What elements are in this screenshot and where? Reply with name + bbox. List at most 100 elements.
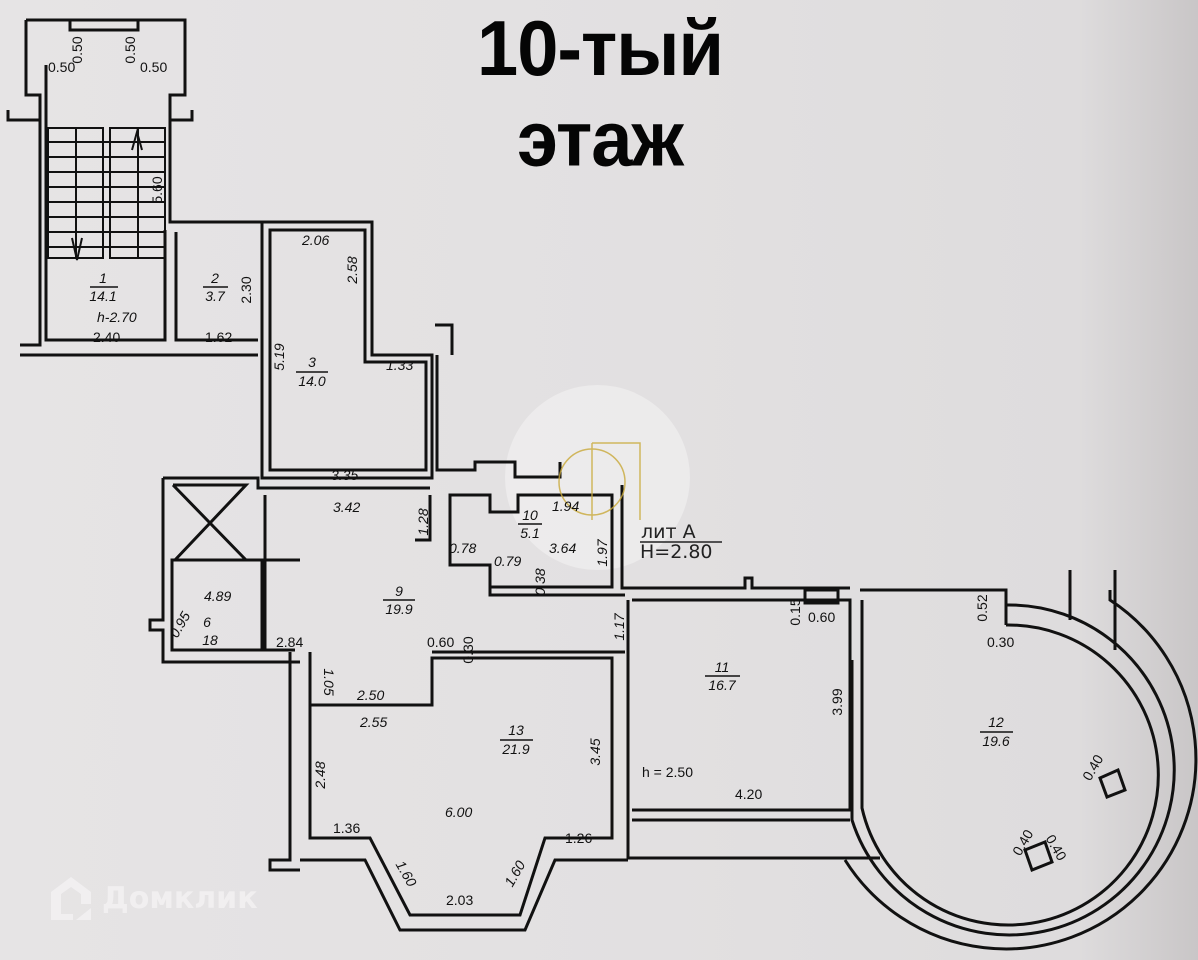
svg-text:0.15: 0.15 — [787, 598, 803, 625]
svg-text:0.50: 0.50 — [140, 59, 167, 75]
wall-stair-top — [26, 18, 194, 122]
svg-text:11: 11 — [715, 659, 730, 675]
svg-text:5.1: 5.1 — [520, 525, 539, 541]
wall-room9-top — [163, 476, 430, 490]
svg-text:1.17: 1.17 — [611, 612, 627, 640]
svg-text:0.30: 0.30 — [987, 634, 1014, 650]
svg-text:3.45: 3.45 — [587, 738, 603, 765]
svg-text:19.6: 19.6 — [982, 733, 1009, 749]
svg-text:21.9: 21.9 — [501, 741, 529, 757]
room-label-10: 10 5.1 — [518, 507, 542, 541]
svg-text:5.19: 5.19 — [271, 343, 287, 370]
svg-text:1: 1 — [99, 270, 107, 286]
wall-room9-left2 — [263, 560, 295, 652]
svg-text:3.42: 3.42 — [333, 499, 360, 515]
svg-text:2: 2 — [210, 270, 219, 286]
wall-room6-left — [148, 478, 300, 664]
svg-text:12: 12 — [988, 714, 1004, 730]
svg-text:4.20: 4.20 — [735, 786, 762, 802]
watermark-brand: Домклик — [102, 880, 258, 916]
wall-room12-mid-arc — [850, 590, 1176, 937]
wall-room9-notch — [415, 495, 432, 542]
wall-stair-top-left — [6, 20, 42, 122]
column-room12-a — [1098, 767, 1127, 799]
svg-text:2.55: 2.55 — [359, 714, 387, 730]
svg-text:0.50: 0.50 — [48, 59, 75, 75]
svg-text:3.64: 3.64 — [549, 540, 576, 556]
floor-title-line1: 10-тый — [477, 4, 724, 92]
svg-text:3.35: 3.35 — [331, 467, 358, 483]
wall-room10 — [448, 493, 614, 589]
svg-text:19.9: 19.9 — [385, 601, 412, 617]
wall-room13-bay-outer — [300, 858, 628, 932]
room-label-12: 12 19.6 — [980, 714, 1013, 749]
svg-text:1.94: 1.94 — [552, 498, 579, 514]
wall-room13-outer-left — [268, 652, 300, 872]
wall-room11-top-outer — [620, 485, 850, 590]
svg-text:2.03: 2.03 — [446, 892, 473, 908]
room-label-9: 9 19.9 — [383, 583, 415, 617]
svg-text:14.0: 14.0 — [298, 373, 325, 389]
svg-text:2.58: 2.58 — [344, 256, 360, 284]
wall-room2 — [174, 232, 258, 342]
room-label-2: 2 3.7 — [203, 270, 228, 304]
svg-text:0.60: 0.60 — [808, 609, 835, 625]
wall-room1 — [44, 65, 167, 342]
wall-room11-left — [626, 600, 880, 860]
svg-text:1.26: 1.26 — [565, 830, 592, 846]
stairs — [47, 127, 166, 261]
svg-text:лит А: лит А — [641, 521, 696, 543]
svg-text:6.00: 6.00 — [445, 804, 472, 820]
svg-text:9: 9 — [395, 583, 403, 599]
svg-text:13: 13 — [508, 722, 524, 738]
wall-room12-outer-arc — [843, 590, 1198, 951]
svg-text:2.84: 2.84 — [276, 634, 303, 650]
wall-room11 — [632, 598, 852, 812]
svg-text:1.62: 1.62 — [205, 329, 232, 345]
svg-text:16.7: 16.7 — [708, 677, 736, 693]
svg-text:2.40: 2.40 — [93, 329, 120, 345]
svg-text:2.50: 2.50 — [356, 687, 384, 703]
agency-logo-icon — [558, 442, 641, 520]
svg-text:0.30: 0.30 — [460, 636, 476, 663]
svg-text:2.06: 2.06 — [301, 232, 329, 248]
wall-room10-bottom — [488, 565, 625, 597]
floor-title: 10-тый этаж — [420, 4, 780, 185]
svg-text:1.28: 1.28 — [415, 508, 431, 535]
wall-elevator — [170, 483, 264, 652]
svg-text:4.89: 4.89 — [204, 588, 231, 604]
wall-stair-niche — [68, 20, 140, 32]
building-info: лит А H=2.80 — [640, 521, 722, 563]
dimension-labels: 0.50 0.50 0.50 0.50 5.60 2.40 2.30 1.62 … — [48, 36, 1107, 908]
svg-text:h = 2.50: h = 2.50 — [642, 764, 693, 780]
svg-text:3.7: 3.7 — [205, 288, 226, 304]
wall-room9-left — [263, 495, 300, 562]
wall-room12-inner-arc — [860, 600, 1160, 927]
wall-room11-vent — [803, 588, 840, 605]
room-label-13: 13 21.9 — [500, 722, 533, 757]
svg-text:1.97: 1.97 — [594, 538, 610, 566]
domclick-house-icon — [51, 877, 91, 920]
wall-stair-left — [20, 120, 42, 347]
svg-text:1.05: 1.05 — [321, 668, 337, 695]
svg-text:1.60: 1.60 — [501, 858, 529, 890]
svg-text:0.95: 0.95 — [166, 609, 194, 641]
walls — [6, 18, 1198, 951]
svg-text:0.79: 0.79 — [494, 553, 521, 569]
svg-text:0.38: 0.38 — [532, 568, 548, 595]
svg-text:h-2.70: h-2.70 — [97, 309, 137, 325]
svg-text:1.60: 1.60 — [393, 858, 421, 890]
svg-text:5.60: 5.60 — [149, 176, 165, 203]
wall-room13-inner — [308, 652, 614, 917]
svg-text:2.30: 2.30 — [238, 276, 254, 303]
svg-text:0.60: 0.60 — [427, 634, 454, 650]
wall-room10-top — [435, 355, 562, 479]
svg-text:3.99: 3.99 — [829, 688, 845, 715]
wall-room3 — [260, 220, 434, 480]
svg-text:0.50: 0.50 — [122, 36, 138, 63]
svg-text:3: 3 — [308, 354, 316, 370]
svg-text:1.33: 1.33 — [386, 357, 413, 373]
svg-text:18: 18 — [202, 632, 218, 648]
wall-room2-top — [168, 120, 262, 224]
